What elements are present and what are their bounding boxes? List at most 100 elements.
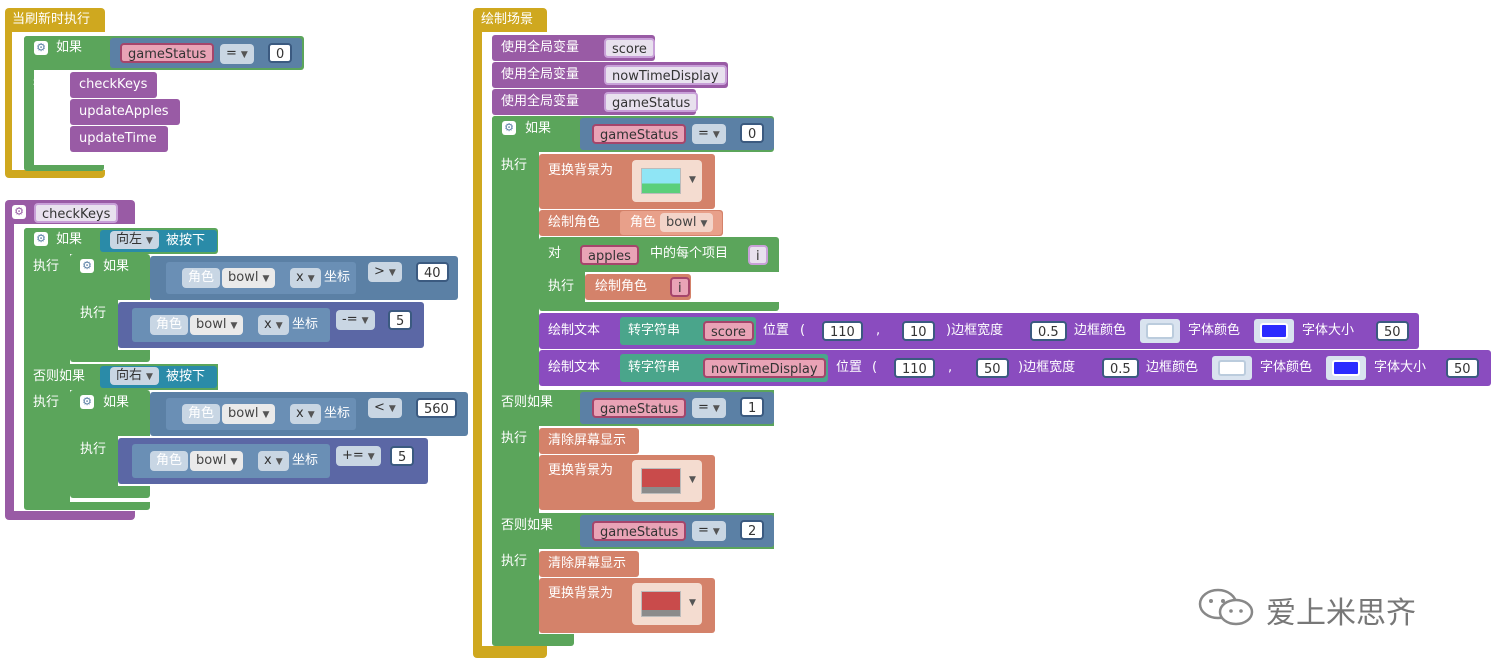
number-input[interactable]: 5 [388, 310, 413, 330]
chevron-down-icon: ▼ [275, 457, 283, 467]
gear-icon[interactable]: ⚙ [34, 41, 48, 55]
change-bg-label: 更换背景为 [548, 163, 614, 178]
use-global-label: 使用全局变量 [501, 67, 580, 82]
chevron-down-icon: ▼ [146, 236, 153, 246]
clear-screen-block[interactable] [539, 551, 639, 577]
procedure-name-field[interactable]: checkKeys [34, 203, 119, 223]
operator-dropdown[interactable]: =▼ [692, 398, 726, 418]
call-updateApples[interactable] [70, 99, 180, 125]
operator-dropdown[interactable]: =▼ [692, 521, 726, 541]
operator-dropdown[interactable]: -=▼ [336, 310, 375, 330]
chevron-down-icon: ▼ [689, 475, 696, 485]
chevron-down-icon: ▼ [230, 321, 238, 331]
number-input[interactable]: 1 [740, 397, 765, 417]
var-gameStatus[interactable]: gameStatus [120, 43, 215, 63]
chevron-down-icon: ▼ [388, 404, 396, 414]
font-size-input[interactable]: 50 [1376, 321, 1409, 341]
x-input[interactable]: 110 [894, 358, 935, 378]
axis-dropdown[interactable]: x▼ [290, 404, 321, 424]
chevron-down-icon: ▼ [275, 321, 283, 331]
number-input[interactable]: 40 [416, 262, 449, 282]
sprite-dropdown[interactable]: bowl▼ [222, 404, 276, 424]
sprite-dropdown[interactable]: bowl▼ [190, 451, 244, 471]
sprite-dropdown[interactable]: bowl▼ [660, 213, 714, 232]
chevron-down-icon: ▼ [689, 175, 696, 185]
key-dropdown[interactable]: 向左▼ [110, 231, 159, 249]
key-dropdown[interactable]: 向右▼ [110, 367, 159, 385]
coord-label: 坐标 [324, 406, 351, 421]
gear-icon[interactable]: ⚙ [12, 205, 26, 219]
operator-dropdown[interactable]: =▼ [692, 124, 726, 144]
chevron-down-icon: ▼ [307, 274, 315, 284]
x-input[interactable]: 110 [822, 321, 863, 341]
chevron-down-icon: ▼ [367, 452, 375, 462]
chevron-down-icon: ▼ [307, 410, 315, 420]
chevron-down-icon: ▼ [146, 372, 153, 382]
global-var-field[interactable]: gameStatus [604, 92, 699, 112]
gear-icon[interactable]: ⚙ [34, 232, 48, 246]
number-input[interactable]: 2 [740, 520, 765, 540]
else-if-label: 否则如果 [33, 369, 86, 384]
sprite-dropdown[interactable]: bowl▼ [222, 268, 276, 288]
background-thumbnail [641, 168, 681, 194]
each-item-label: 中的每个项目 [650, 246, 729, 261]
axis-dropdown[interactable]: x▼ [290, 268, 321, 288]
sprite-block[interactable]: 角色 [150, 451, 189, 471]
on-refresh-label: 当刷新时执行 [12, 12, 91, 27]
gear-icon[interactable]: ⚙ [80, 395, 94, 409]
var-nowTimeDisplay[interactable]: nowTimeDisplay [703, 358, 826, 378]
gear-icon[interactable]: ⚙ [80, 259, 94, 273]
var-gameStatus[interactable]: gameStatus [592, 124, 687, 144]
font-size-label: 字体大小 [1302, 323, 1355, 338]
operator-dropdown[interactable]: =▼ [220, 44, 254, 64]
position-label: 位置 [836, 360, 863, 375]
proc-label: checkKeys [79, 77, 148, 92]
call-updateTime[interactable] [70, 126, 168, 152]
watermark-text: 爱上米思齐 [1266, 596, 1416, 631]
border-width-input[interactable]: 0.5 [1102, 358, 1139, 378]
operator-dropdown[interactable]: +=▼ [336, 446, 381, 466]
comma-label: , [948, 360, 953, 375]
to-string-label: 转字符串 [628, 323, 681, 338]
global-var-field[interactable]: nowTimeDisplay [604, 65, 727, 85]
coord-label: 坐标 [324, 270, 351, 285]
var-gameStatus[interactable]: gameStatus [592, 521, 687, 541]
do-label: 执行 [33, 395, 60, 410]
clear-screen-label: 清除屏幕显示 [548, 556, 627, 571]
operator-dropdown[interactable]: <▼ [368, 398, 402, 418]
operator-dropdown[interactable]: >▼ [368, 262, 402, 282]
loop-var-field[interactable]: i [748, 245, 768, 265]
var-i[interactable]: i [670, 277, 690, 297]
use-global-label: 使用全局变量 [501, 40, 580, 55]
var-gameStatus[interactable]: gameStatus [592, 398, 687, 418]
number-input[interactable]: 0 [740, 123, 765, 143]
y-input[interactable]: 10 [902, 321, 935, 341]
number-input[interactable]: 560 [416, 398, 457, 418]
background-thumbnail [641, 591, 681, 617]
gear-icon[interactable]: ⚙ [502, 121, 516, 135]
var-score[interactable]: score [703, 321, 754, 341]
use-global-label: 使用全局变量 [501, 94, 580, 109]
do-label: 执行 [80, 442, 107, 457]
draw-text-label: 绘制文本 [548, 360, 601, 375]
border-width-label: )边框宽度 [1018, 360, 1076, 375]
global-var-field[interactable]: score [604, 38, 655, 58]
axis-dropdown[interactable]: x▼ [258, 315, 289, 335]
font-size-input[interactable]: 50 [1446, 358, 1479, 378]
clear-screen-block[interactable] [539, 428, 639, 454]
number-input[interactable]: 0 [268, 43, 293, 63]
var-apples[interactable]: apples [580, 245, 639, 265]
sprite-block[interactable]: 角色 [182, 404, 221, 424]
sprite-block[interactable]: 角色 [150, 315, 189, 335]
if-label: 如果 [56, 40, 83, 55]
sprite-block[interactable]: 角色 [182, 268, 221, 288]
sprite-dropdown[interactable]: bowl▼ [190, 315, 244, 335]
axis-dropdown[interactable]: x▼ [258, 451, 289, 471]
border-width-label: )边框宽度 [946, 323, 1004, 338]
font-color-label: 字体颜色 [1260, 360, 1313, 375]
border-width-input[interactable]: 0.5 [1030, 321, 1067, 341]
y-input[interactable]: 50 [976, 358, 1009, 378]
number-input[interactable]: 5 [390, 446, 415, 466]
chevron-down-icon: ▼ [712, 527, 720, 537]
call-checkKeys[interactable] [70, 72, 157, 98]
